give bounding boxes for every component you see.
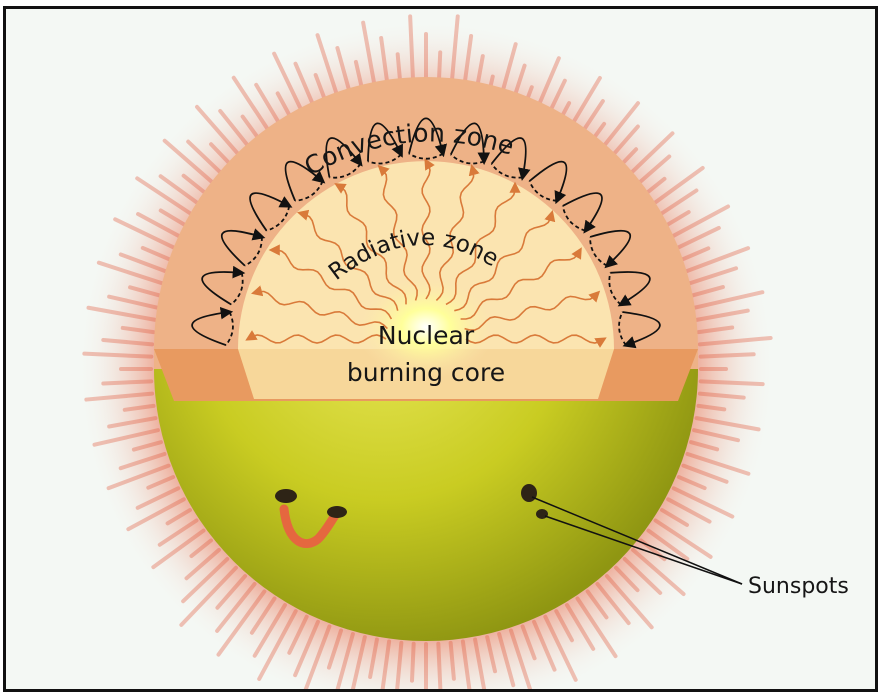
diagram-frame: Convection zone Radiative zone Nuclear b… — [3, 6, 878, 692]
corona-ray — [701, 354, 754, 356]
core-label-line1: Nuclear — [378, 321, 475, 350]
sunspots-label: Sunspots — [748, 574, 849, 599]
sunspot — [521, 484, 537, 502]
corona-ray — [701, 381, 763, 384]
sun-structure-diagram: Convection zone Radiative zone Nuclear b… — [6, 9, 875, 689]
sunspot — [536, 509, 548, 519]
corona-ray — [412, 644, 414, 681]
corona-ray — [103, 381, 151, 383]
sunspot — [327, 506, 347, 518]
core-label-line2: burning core — [347, 358, 505, 387]
sunspot — [275, 489, 297, 503]
